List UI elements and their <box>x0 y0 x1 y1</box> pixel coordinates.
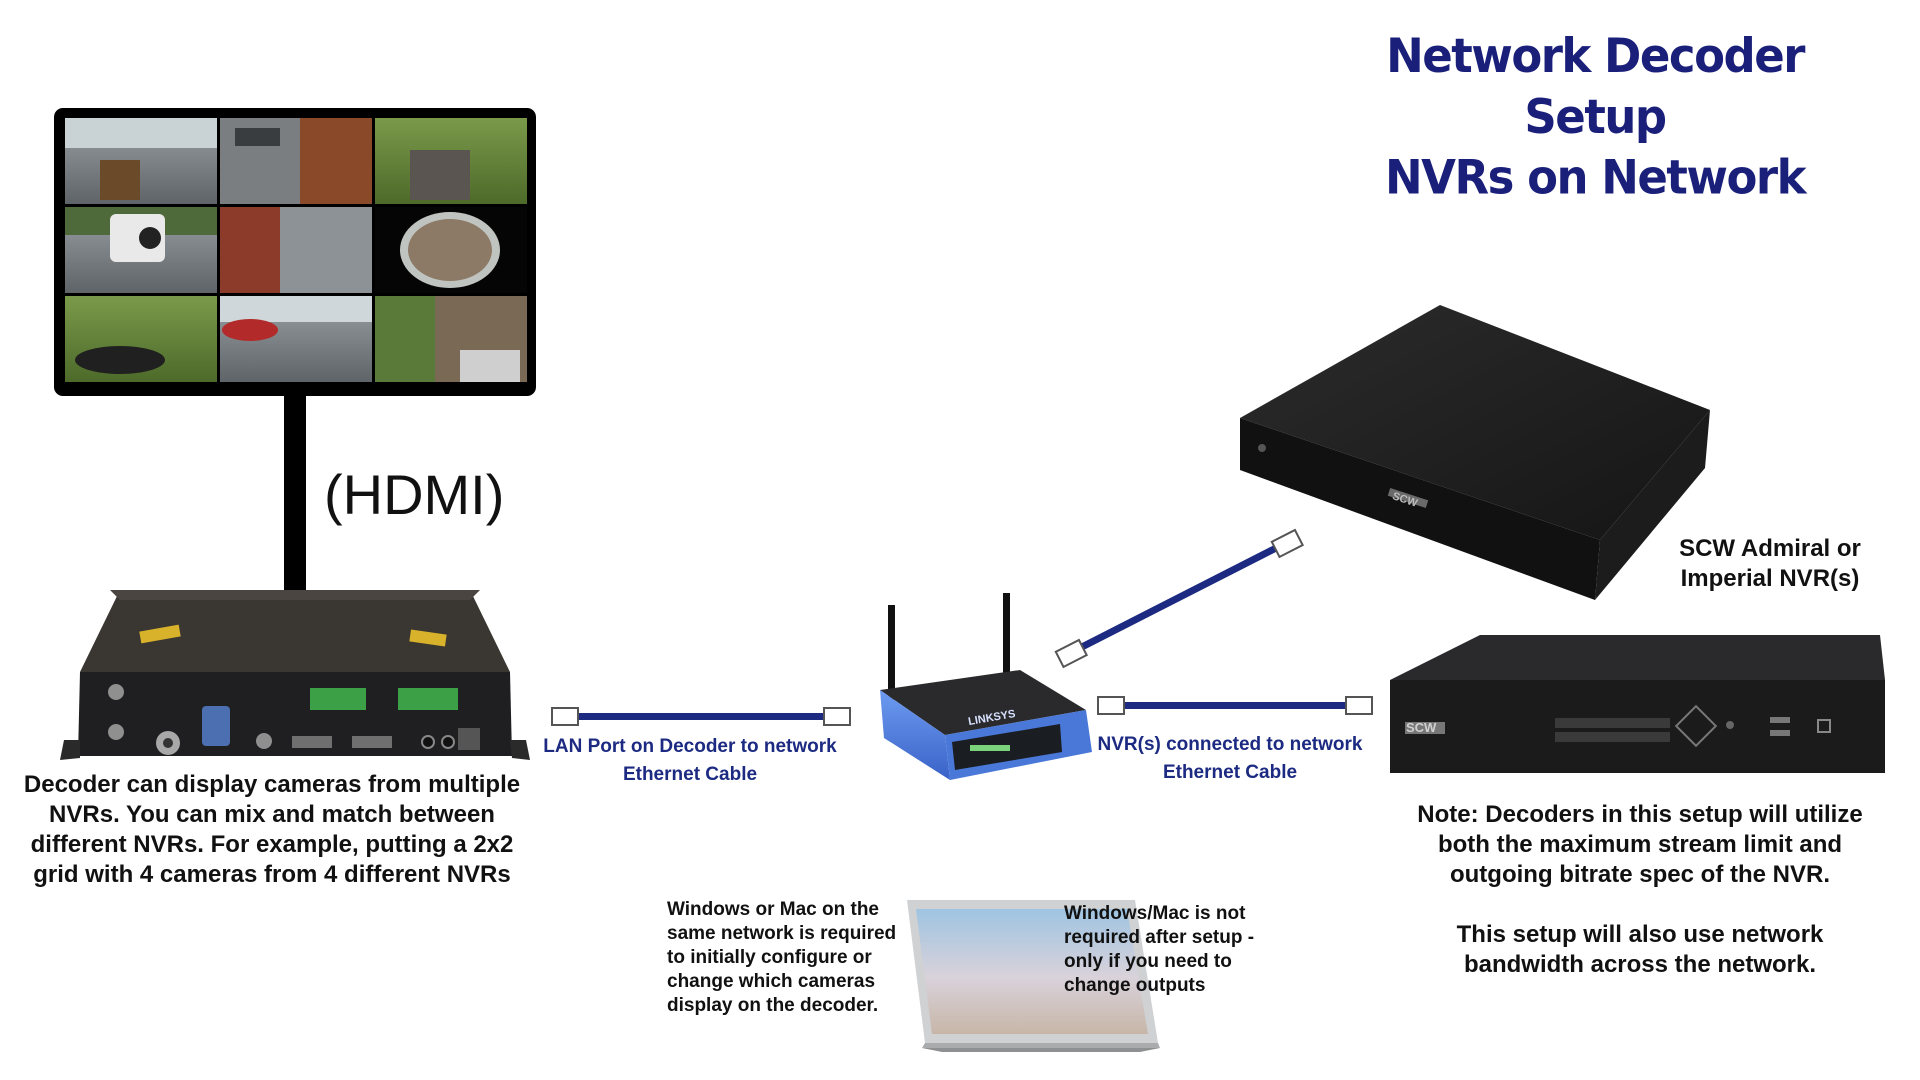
lan-port-label-line-2: Ethernet Cable <box>622 764 758 785</box>
nvr-connection-label: NVR(s) connected to network Ethernet Cab… <box>1080 734 1380 784</box>
nvr-icon <box>1240 305 1710 600</box>
lan-port-label-line-1: LAN Port on Decoder to network <box>543 736 837 757</box>
nvr-connection-label-line-2: Ethernet Cable <box>1162 762 1298 783</box>
camera-grid <box>65 118 527 382</box>
decoder-note: Decoder can display cameras from multipl… <box>23 771 521 888</box>
nvr-connection-label-line-1: NVR(s) connected to network <box>1097 734 1363 755</box>
pc-not-required-note: Windows/Mac is not required after setup … <box>1064 903 1255 996</box>
nvr-name-line-1: SCW Admiral or <box>1679 535 1861 562</box>
hdmi-cable <box>284 395 306 595</box>
ethernet-cable-nvr-top <box>1054 528 1305 669</box>
note-paragraph-2: This setup will also use network bandwid… <box>1456 921 1824 978</box>
ethernet-cable-decoder <box>551 707 851 726</box>
monitor-icon <box>54 108 536 396</box>
nvr-name-line-2: Imperial NVR(s) <box>1680 565 1860 592</box>
title-line-1: Network Decoder Setup <box>1386 27 1805 145</box>
page-title: Network Decoder Setup NVRs on Network <box>1315 26 1875 209</box>
bandwidth-note: Note: Decoders in this setup will utiliz… <box>1400 800 1880 980</box>
pc-required-note: Windows or Mac on the same network is re… <box>667 899 897 1016</box>
decoder-box-icon <box>60 590 530 760</box>
nvr-imperial-brand-logo: SCW <box>1406 720 1437 735</box>
title-line-2: NVRs on Network <box>1384 149 1807 206</box>
nvr-imperial-icon <box>1390 635 1885 773</box>
laptop-icon <box>907 900 1160 1052</box>
router-icon <box>880 593 1092 780</box>
note-paragraph-1: Note: Decoders in this setup will utiliz… <box>1417 801 1863 888</box>
ethernet-cable-nvr-bottom <box>1097 696 1373 715</box>
lan-port-label: LAN Port on Decoder to network Ethernet … <box>530 736 850 786</box>
nvr-name-label: SCW Admiral or Imperial NVR(s) <box>1650 534 1890 594</box>
hdmi-label: (HDMI) <box>324 463 505 526</box>
